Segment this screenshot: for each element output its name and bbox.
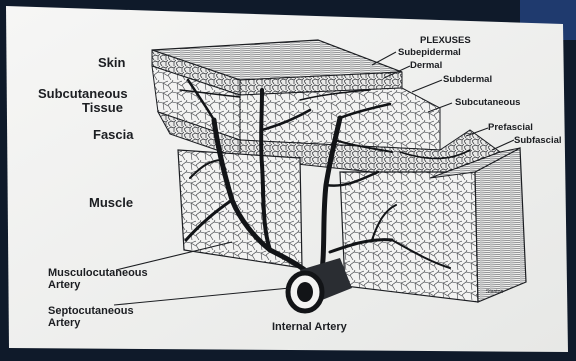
label-subepidermal: Subepidermal xyxy=(398,48,461,58)
muscle-fiber-end xyxy=(475,148,526,302)
label-subdermal: Subdermal xyxy=(443,75,492,85)
label-skin: Skin xyxy=(98,56,125,70)
label-prefascial: Prefascial xyxy=(488,123,533,133)
label-subcutaneous-tissue-line1: Subcutaneous xyxy=(38,87,128,101)
label-musculocutaneous-line1: Musculocutaneous xyxy=(48,268,148,280)
label-septocutaneous-artery: Septocutaneous Artery xyxy=(48,306,134,329)
artist-signature: Stanton xyxy=(486,290,503,295)
label-fascia: Fascia xyxy=(93,128,133,142)
label-musculocutaneous-line2: Artery xyxy=(48,280,148,292)
label-muscle: Muscle xyxy=(89,196,133,210)
label-dermal: Dermal xyxy=(410,61,442,71)
muscle-block-right xyxy=(340,172,478,302)
label-internal-artery: Internal Artery xyxy=(272,322,347,334)
label-plexuses: PLEXUSES xyxy=(420,36,471,46)
label-subcutaneous-tissue: Subcutaneous Tissue xyxy=(38,87,128,114)
label-septocutaneous-line1: Septocutaneous xyxy=(48,306,134,318)
label-musculocutaneous-artery: Musculocutaneous Artery xyxy=(48,268,148,291)
label-subfascial: Subfascial xyxy=(514,136,562,146)
label-septocutaneous-line2: Artery xyxy=(48,318,134,330)
label-subcutaneous-tissue-line2: Tissue xyxy=(38,101,128,115)
label-subcutaneous-plexus: Subcutaneous xyxy=(455,98,520,108)
